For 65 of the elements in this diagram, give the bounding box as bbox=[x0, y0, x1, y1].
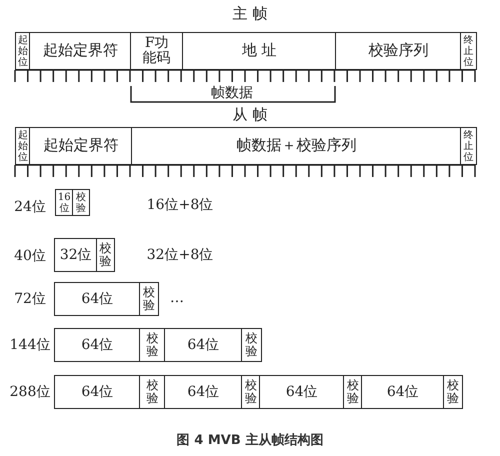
frame-field bbox=[241, 375, 260, 409]
text-label: 16位+8位 bbox=[146, 196, 214, 214]
field-label: 校验 bbox=[146, 332, 158, 358]
field-label: 校验 bbox=[142, 286, 155, 312]
field-label: 起始定界符 bbox=[43, 137, 118, 155]
frame-field bbox=[361, 375, 444, 409]
text-label: 主 帧 bbox=[232, 4, 268, 24]
text-label: 144位 bbox=[10, 336, 50, 354]
field-label: 64位 bbox=[286, 384, 318, 400]
text-label: 帧数据 bbox=[211, 84, 253, 102]
frame-field bbox=[139, 328, 166, 362]
field-label: 终止位 bbox=[463, 34, 474, 68]
field-label: 校验 bbox=[446, 378, 459, 406]
field-label: 终止位 bbox=[463, 130, 474, 162]
text-label: 40位 bbox=[14, 247, 46, 265]
field-label: 校验 bbox=[146, 378, 158, 406]
field-label: 起始位 bbox=[18, 34, 28, 68]
field-label: 校验 bbox=[244, 378, 257, 406]
caption: 图 4 MVB 主从帧结构图 bbox=[176, 432, 324, 449]
frame-field bbox=[54, 375, 140, 409]
text-label: 72位 bbox=[14, 290, 46, 308]
frame-field bbox=[343, 375, 362, 409]
field-label: 校验序列 bbox=[368, 42, 428, 60]
field-label: 校验 bbox=[99, 242, 112, 268]
frame-field bbox=[54, 282, 140, 316]
field-label: 校验 bbox=[76, 192, 86, 214]
frame-field bbox=[259, 375, 344, 409]
field-label: 64位 bbox=[81, 290, 114, 308]
field-label: 校验 bbox=[346, 378, 359, 406]
frame-field bbox=[460, 127, 476, 165]
text-label: 从 帧 bbox=[232, 106, 268, 124]
frame-field bbox=[139, 282, 158, 316]
field-label: 64位 bbox=[81, 384, 114, 400]
field-label: 校验 bbox=[245, 332, 258, 358]
field-label: 起始位 bbox=[18, 130, 28, 162]
frame-field bbox=[96, 238, 114, 272]
frame-field bbox=[131, 127, 462, 165]
frame-field bbox=[443, 375, 462, 409]
field-label: 64位 bbox=[386, 384, 419, 400]
field-label: F功能码 bbox=[142, 36, 172, 66]
field-label: 32位 bbox=[60, 246, 92, 264]
frame-field bbox=[29, 32, 132, 70]
frame-field bbox=[164, 328, 242, 362]
text-label: 24位 bbox=[14, 198, 46, 216]
text-label: 288位 bbox=[10, 383, 50, 401]
frame-field bbox=[54, 238, 98, 272]
frame-field bbox=[54, 328, 140, 362]
field-label: 64位 bbox=[187, 336, 220, 354]
field-label: 16位 bbox=[57, 192, 72, 214]
frame-field bbox=[139, 375, 166, 409]
field-label: 64位 bbox=[187, 384, 220, 400]
frame-field bbox=[72, 189, 90, 216]
frame-field bbox=[130, 32, 184, 70]
frame-field bbox=[335, 32, 462, 70]
text-label: 32位+8位 bbox=[146, 246, 214, 264]
text-label: … bbox=[170, 290, 184, 306]
frame-field bbox=[182, 32, 336, 70]
field-label: 起始定界符 bbox=[42, 42, 118, 60]
field-label: 帧数据＋校验序列 bbox=[236, 137, 356, 155]
field-label: 地 址 bbox=[242, 42, 277, 60]
field-label: 64位 bbox=[81, 336, 114, 354]
frame-field bbox=[241, 328, 262, 362]
frame-field bbox=[29, 127, 132, 165]
frame-field bbox=[164, 375, 242, 409]
frame-field bbox=[460, 32, 476, 70]
